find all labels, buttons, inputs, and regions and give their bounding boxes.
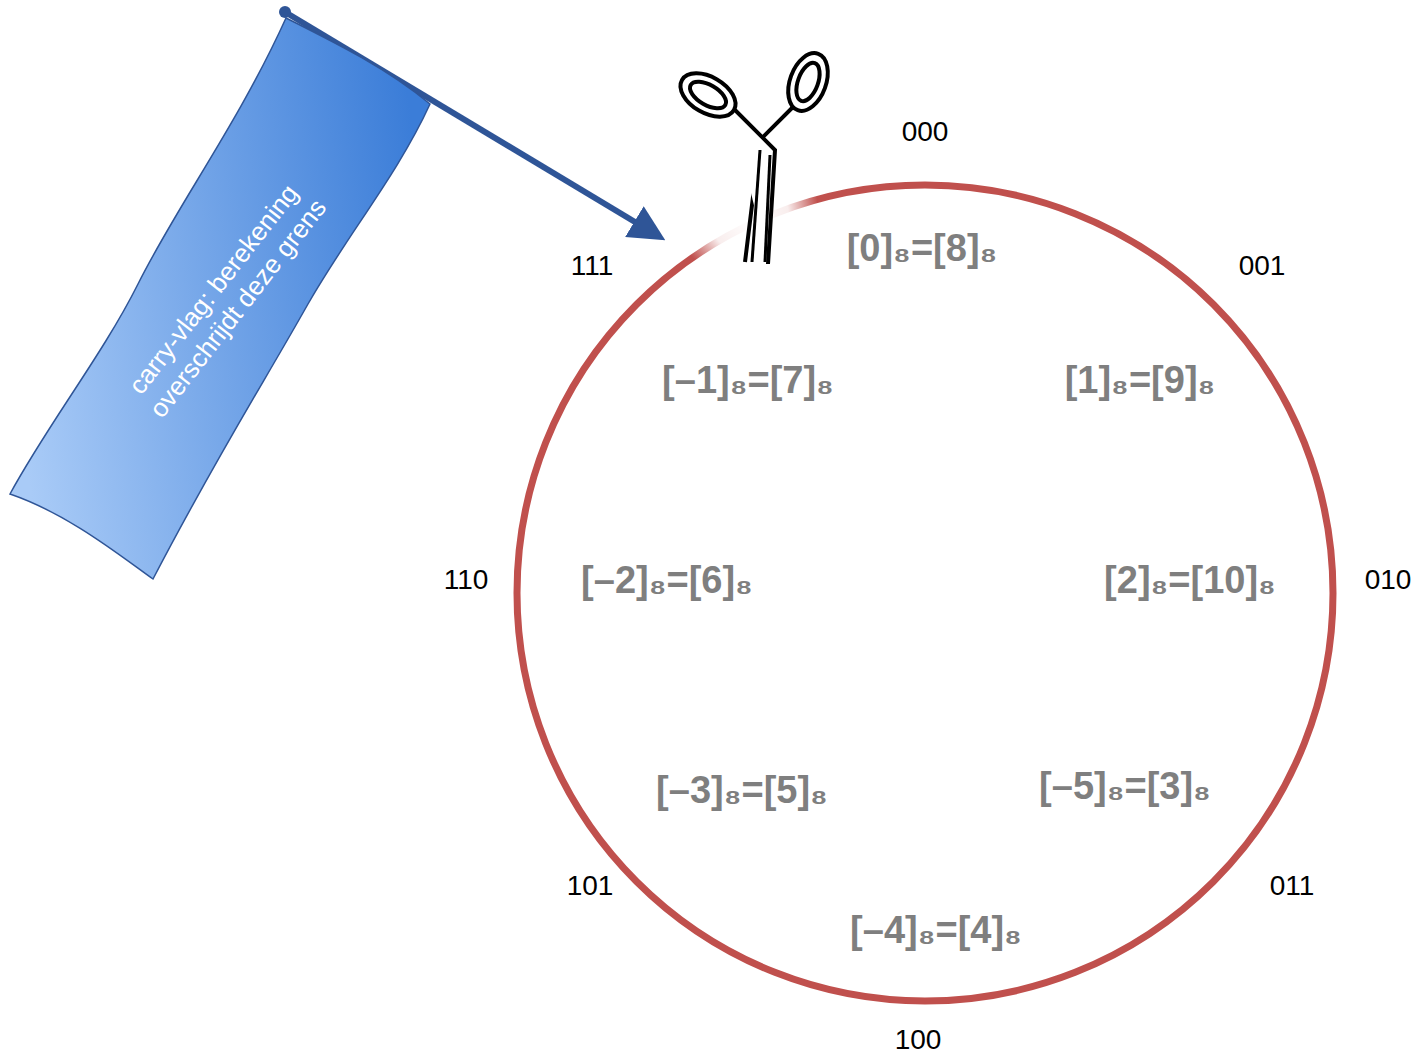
binary-code: 001 (1239, 250, 1286, 282)
residue-class: [–4]₈=[4]₈ (850, 909, 1022, 952)
binary-code: 110 (444, 564, 489, 596)
callout-banner: carry-vlag: berekening overschrijdt deze… (8, 14, 448, 589)
residue-class: [–5]₈=[3]₈ (1039, 765, 1211, 808)
ring (517, 185, 1333, 1001)
scissors-symbol (673, 48, 835, 264)
residue-class: [–1]₈=[7]₈ (662, 359, 834, 402)
residue-class: [2]₈=[10]₈ (1104, 559, 1276, 602)
residue-class: [1]₈=[9]₈ (1065, 359, 1216, 402)
residue-class: [–2]₈=[6]₈ (581, 559, 753, 602)
residue-class: [–3]₈=[5]₈ (656, 769, 828, 812)
binary-code: 100 (895, 1024, 942, 1056)
binary-code: 101 (567, 870, 614, 902)
binary-code: 011 (1270, 870, 1315, 902)
binary-code: 111 (571, 250, 614, 282)
binary-code: 000 (902, 116, 949, 148)
residue-class: [0]₈=[8]₈ (847, 227, 998, 270)
binary-code: 010 (1365, 564, 1412, 596)
